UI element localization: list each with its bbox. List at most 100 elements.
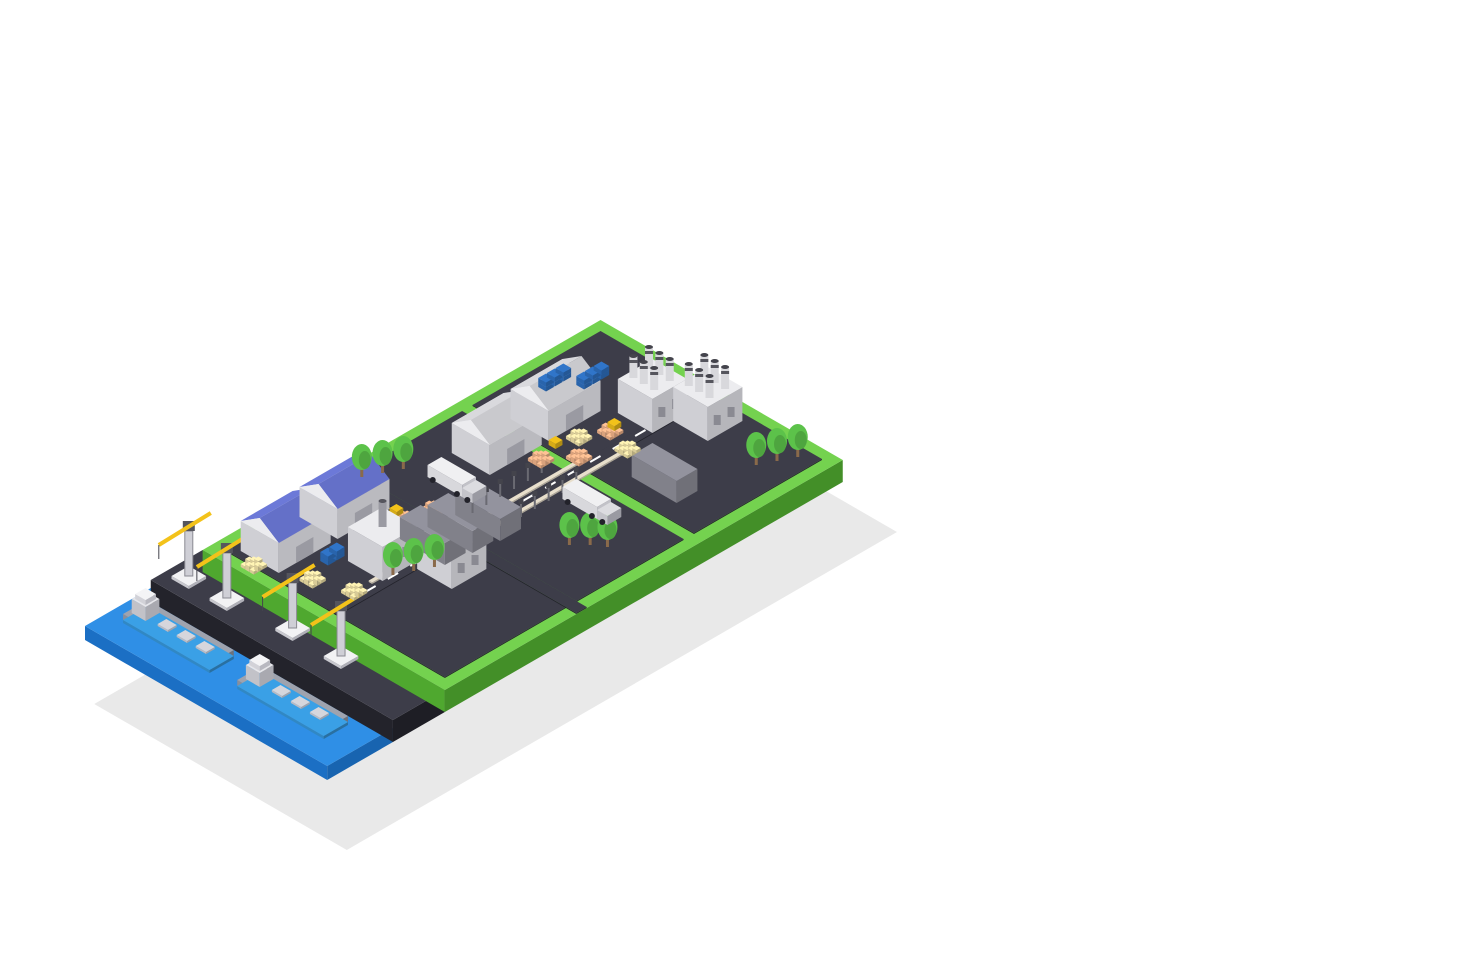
container-stack-blue-left xyxy=(576,376,585,385)
ship-2-hatch-top xyxy=(309,707,329,718)
tree-shade xyxy=(400,443,413,461)
container-gray-4-left xyxy=(631,455,677,503)
pallet-boxes-top xyxy=(601,422,610,428)
pallet-tan-top xyxy=(258,561,267,567)
pallet-boxes xyxy=(583,453,593,462)
pallet-tan-top xyxy=(583,433,593,439)
lamp-head xyxy=(518,499,524,504)
crane-jib xyxy=(195,533,250,569)
crane-jib xyxy=(157,511,212,547)
crane-2 xyxy=(195,533,250,611)
tree-icon xyxy=(767,428,787,461)
container-stack-blue-left xyxy=(546,373,555,382)
pallet-boxes-right xyxy=(619,430,624,436)
wheel xyxy=(564,499,571,505)
truck-1-cab-top xyxy=(462,480,487,494)
chimney xyxy=(700,355,709,377)
pallet-boxes-top xyxy=(597,427,606,433)
tree-shade xyxy=(604,521,617,539)
tree-shade xyxy=(431,541,444,559)
warehouse-blue-1-gable xyxy=(240,518,279,543)
warehouse-blue-2-gable xyxy=(299,484,338,509)
pallet-tan-top xyxy=(354,587,363,593)
chimney-top xyxy=(684,362,693,366)
forklift-icon-right xyxy=(555,440,563,449)
pallet-tan-top xyxy=(574,433,584,439)
lamp-head xyxy=(559,475,565,480)
ship-2-hatch xyxy=(290,696,310,709)
wheel xyxy=(588,513,595,519)
warehouse-gray-1-gable xyxy=(451,420,490,445)
crane-4 xyxy=(309,591,365,669)
lamp-head xyxy=(573,467,579,472)
crane-1-base-right xyxy=(188,576,207,589)
crane-2-base-left xyxy=(209,598,227,611)
pallet-boxes-left xyxy=(570,456,575,464)
chimney-band xyxy=(644,351,653,354)
container-stack-blue-left xyxy=(320,552,329,561)
lot-factories-right xyxy=(693,459,822,534)
crane-2-base-right xyxy=(226,598,245,611)
chimney xyxy=(378,501,387,527)
warehouse-gray-2-door xyxy=(565,405,584,431)
pallet-tan-top xyxy=(313,575,322,581)
chimney-band xyxy=(650,372,659,375)
warehouse-blue-1-walls-left xyxy=(240,521,279,573)
ship-2-hatch-right xyxy=(320,713,329,720)
chimney-top xyxy=(655,351,664,355)
chimney-top xyxy=(650,366,659,370)
chimney xyxy=(665,359,674,381)
pallet-boxes-top xyxy=(536,455,546,461)
truck-2-trailer-top xyxy=(562,479,611,507)
pallet-tan-top xyxy=(308,570,317,576)
forklift-icon-top xyxy=(389,504,404,512)
road-dash xyxy=(522,494,534,502)
ship-2-hatch-left xyxy=(271,690,283,698)
lot-pallets-right xyxy=(576,539,684,602)
tree-icon xyxy=(424,534,445,567)
chimney-band xyxy=(695,374,704,377)
container-stack-blue-top xyxy=(555,363,572,373)
pallet-tan-top xyxy=(623,445,632,451)
chimney xyxy=(644,347,653,369)
tree-icon xyxy=(351,444,372,477)
pallet-tan-left xyxy=(345,590,350,598)
pallet-tan-right xyxy=(363,590,368,596)
container-stack-blue-left xyxy=(576,380,585,390)
chimney-top xyxy=(721,365,730,369)
chimney-band xyxy=(655,357,664,360)
truck-1-trailer-left xyxy=(427,465,463,497)
forklift-icon xyxy=(548,436,563,449)
sidewalk-left xyxy=(368,580,373,584)
container-gray-4-top xyxy=(631,443,698,481)
pallet-boxes-left xyxy=(597,430,602,436)
pallet-boxes-left xyxy=(536,463,542,469)
tree-shade xyxy=(774,435,786,453)
container-stack-blue-right xyxy=(336,551,345,561)
container-gray-3-right xyxy=(500,507,521,541)
pallet-tan xyxy=(632,445,641,454)
pallet-tan-left xyxy=(614,448,619,454)
ship-1-hatch-right xyxy=(187,636,196,643)
pallet-boxes-left xyxy=(615,430,620,436)
pallet-tan-top xyxy=(359,587,368,593)
ship-2-hatch xyxy=(271,685,291,698)
pallet-tan-left xyxy=(249,569,254,575)
tree-icon xyxy=(559,512,580,545)
tree-icon xyxy=(382,542,403,575)
pallet-tan-left xyxy=(354,590,359,598)
crane-1 xyxy=(157,511,212,589)
chimney-top xyxy=(644,345,653,349)
chimney-top xyxy=(695,368,704,372)
tree-shade xyxy=(566,519,579,537)
warehouse-gray-1-door xyxy=(507,439,525,465)
ship-2-hatch-left xyxy=(309,712,321,720)
chimney xyxy=(695,370,704,392)
container-stack-blue-right xyxy=(601,370,610,380)
ship-1-hatch xyxy=(157,619,177,632)
container-stack-blue-left xyxy=(320,556,329,566)
forklift-icon xyxy=(607,418,622,431)
warehouse-blue-1-door xyxy=(296,537,314,563)
ship-1-hatch-right xyxy=(206,647,215,654)
